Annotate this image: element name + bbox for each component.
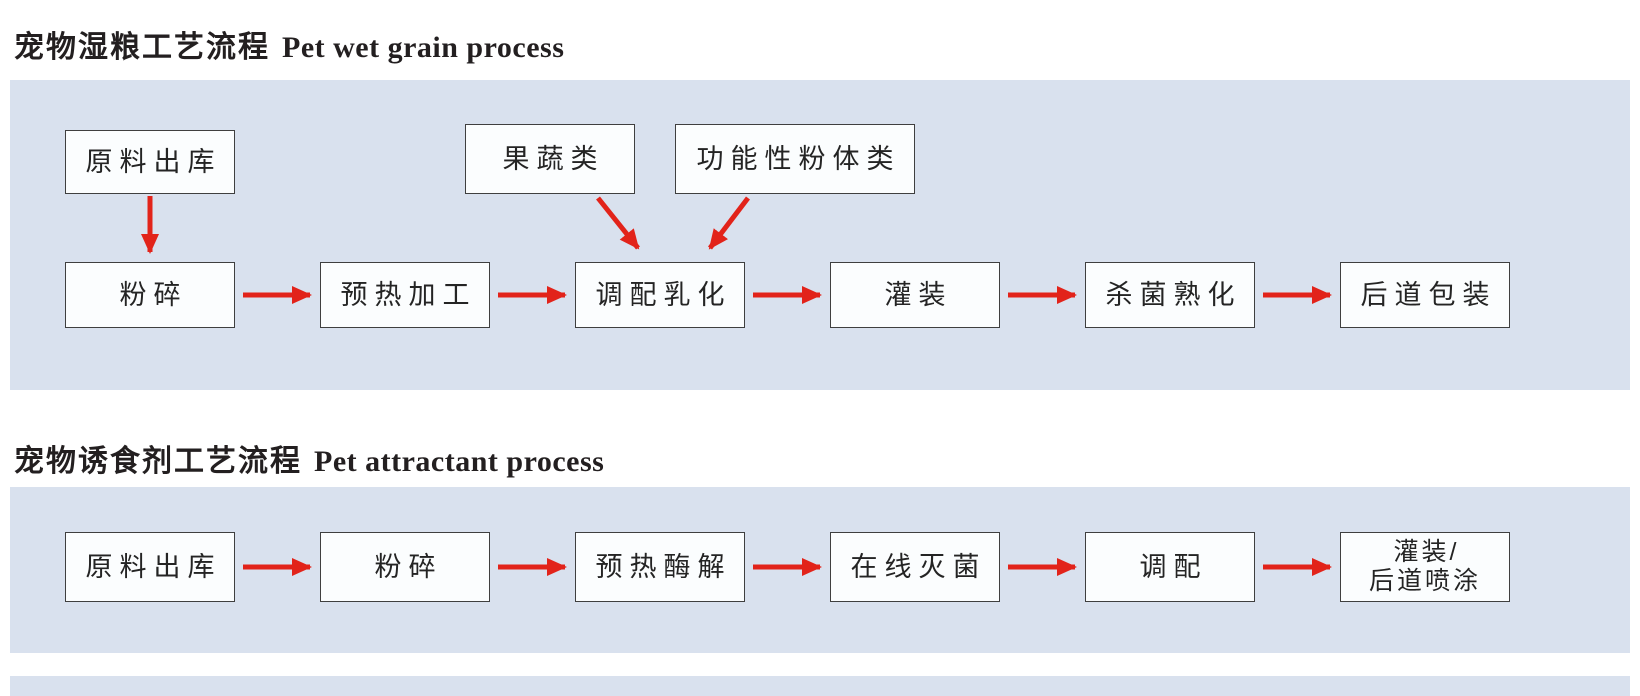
section1-title-en: Pet wet grain process: [282, 31, 565, 64]
section1-title: 宠物湿粮工艺流程 Pet wet grain process: [14, 22, 564, 66]
box-mixing-label: 调配: [1139, 551, 1208, 582]
box-preheat-enzymolysis: 预热酶解: [575, 532, 745, 602]
arrow-powder-to-mix: [708, 196, 750, 250]
box-mix-emulsify-label: 调配乳化: [595, 279, 732, 310]
section2-title-zh: 宠物诱食剂工艺流程: [14, 445, 302, 478]
wet-grain-arrows: [141, 196, 1332, 304]
box-fruit-vegetable-label: 果蔬类: [502, 143, 605, 174]
box-crushing: 粉碎: [65, 262, 235, 328]
box-crushing-2-label: 粉碎: [374, 551, 443, 582]
box-fruit-vegetable: 果蔬类: [465, 124, 635, 194]
box-raw-material-outbound-2-label: 原料出库: [85, 551, 222, 582]
attractant-arrows: [243, 558, 1332, 576]
wet-grain-flow-panel: 原料出库 果蔬类 功能性粉体类 粉碎 预热加工 调配乳化 灌装 杀菌熟化 后道包…: [10, 80, 1630, 390]
box-crushing-label: 粉碎: [119, 279, 188, 310]
box-preheat-processing-label: 预热加工: [340, 279, 477, 310]
box-functional-powder-label: 功能性粉体类: [696, 143, 901, 174]
box-crushing-2: 粉碎: [320, 532, 490, 602]
box-preheat-processing: 预热加工: [320, 262, 490, 328]
box-preheat-enzymolysis-label: 预热酶解: [595, 551, 732, 582]
box-mixing: 调配: [1085, 532, 1255, 602]
box-raw-material-outbound-label: 原料出库: [85, 146, 222, 177]
box-final-packaging: 后道包装: [1340, 262, 1510, 328]
box-functional-powder: 功能性粉体类: [675, 124, 915, 194]
attractant-flow-panel: 原料出库 粉碎 预热酶解 在线灭菌 调配 灌装/ 后道喷涂: [10, 487, 1630, 653]
section2-title: 宠物诱食剂工艺流程 Pet attractant process: [14, 436, 604, 480]
box-inline-sterilization-label: 在线灭菌: [850, 551, 987, 582]
box-sterilize-cure-label: 杀菌熟化: [1105, 279, 1242, 310]
arrow-fruitveg-to-mix: [596, 196, 640, 250]
box-filling: 灌装: [830, 262, 1000, 328]
box-final-packaging-label: 后道包装: [1360, 279, 1497, 310]
box-sterilize-cure: 杀菌熟化: [1085, 262, 1255, 328]
section1-title-zh: 宠物湿粮工艺流程: [14, 31, 270, 64]
box-mix-emulsify: 调配乳化: [575, 262, 745, 328]
box-inline-sterilization: 在线灭菌: [830, 532, 1000, 602]
box-filling-spray: 灌装/ 后道喷涂: [1340, 532, 1510, 602]
box-filling-label: 灌装: [884, 279, 953, 310]
section2-title-en: Pet attractant process: [314, 445, 605, 478]
bottom-panel-strip: [10, 676, 1630, 696]
box-raw-material-outbound: 原料出库: [65, 130, 235, 194]
box-filling-spray-label: 灌装/ 后道喷涂: [1368, 538, 1481, 595]
box-raw-material-outbound-2: 原料出库: [65, 532, 235, 602]
